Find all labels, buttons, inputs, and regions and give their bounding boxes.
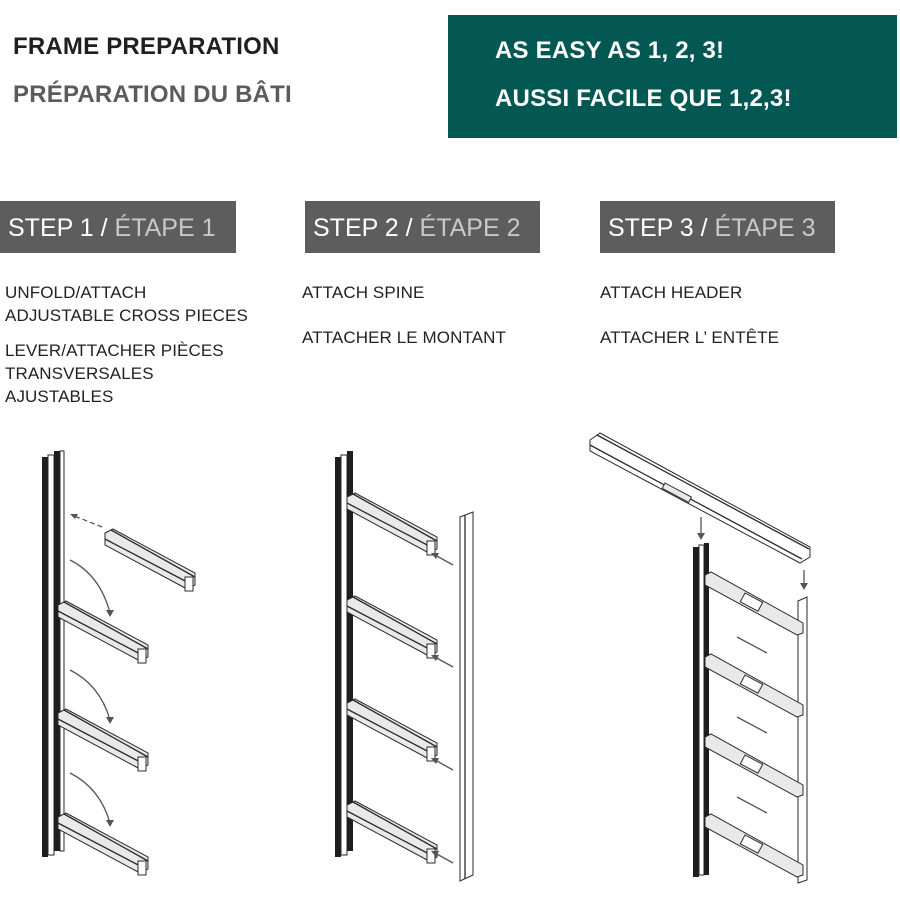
step-2-badge: STEP 2 / ÉTAPE 2 (305, 201, 540, 253)
arrow-head-icon (70, 514, 78, 519)
step-2-instruction-en-line: ATTACH SPINE (302, 283, 425, 302)
step-3: STEP 3 / ÉTAPE 3 ATTACH HEADER ATTACHER … (600, 201, 835, 347)
insert-arrow-icon (431, 553, 454, 864)
frame-attach-header-diagram (589, 432, 811, 884)
step-1-instruction-fr-line: LEVER/ATTACHER PIÈCES (5, 341, 224, 360)
step-3-badge: STEP 3 / ÉTAPE 3 (600, 201, 835, 253)
title-fr: PRÉPARATION DU BÂTI (13, 81, 292, 108)
curved-arrow-icon (69, 772, 111, 824)
frame-unfold-cross-pieces-diagram (42, 450, 196, 876)
slogan-banner: AS EASY AS 1, 2, 3! AUSSI FACILE QUE 1,2… (448, 15, 897, 138)
step-3-instructions: ATTACH HEADER ATTACHER L’ ENTÊTE (600, 281, 880, 349)
step-1-instruction-en-line: ADJUSTABLE CROSS PIECES (5, 306, 248, 325)
slogan-fr: AUSSI FACILE QUE 1,2,3! (495, 85, 792, 112)
step-2-instruction-fr-line: ATTACHER LE MONTANT (302, 328, 507, 347)
step-3-label-fr: ÉTAPE 3 (707, 214, 816, 242)
step-1-label-en: STEP 1 / (8, 214, 108, 242)
step-3-instruction-fr-line: ATTACHER L’ ENTÊTE (600, 328, 780, 347)
step-1: STEP 1 / ÉTAPE 1 UNFOLD/ATTACH ADJUSTABL… (0, 201, 248, 406)
step-2: STEP 2 / ÉTAPE 2 ATTACH SPINE ATTACHER L… (302, 201, 540, 347)
loose-cross-piece (104, 528, 196, 592)
step-2-instructions: ATTACH SPINE ATTACHER LE MONTANT (302, 281, 582, 349)
step-1-label-fr: ÉTAPE 1 (107, 214, 216, 242)
spine-piece (459, 511, 474, 882)
step-2-label-en: STEP 2 / (313, 214, 413, 242)
double-arrow-icon (736, 636, 768, 814)
down-arrow-icon (697, 517, 808, 590)
step-1-instruction-fr-line: TRANSVERSALES (5, 364, 154, 383)
curved-arrow-icon (69, 559, 111, 614)
step-2-label-fr: ÉTAPE 2 (412, 214, 521, 242)
title-block: FRAME PREPARATION PRÉPARATION DU BÂTI (13, 32, 292, 110)
step-1-instruction-en-line: UNFOLD/ATTACH (5, 283, 147, 302)
step-1-instruction-fr-line: AJUSTABLES (5, 387, 114, 406)
curved-arrow-icon (69, 669, 111, 721)
step-1-instructions: UNFOLD/ATTACH ADJUSTABLE CROSS PIECES LE… (5, 281, 285, 408)
header-beam (589, 432, 811, 564)
adjustable-cross-piece (704, 571, 804, 878)
step-3-instruction-en-line: ATTACH HEADER (600, 283, 743, 302)
step-1-badge: STEP 1 / ÉTAPE 1 (0, 201, 236, 253)
step-3-label-en: STEP 3 / (608, 214, 708, 242)
dashed-arrow-icon (71, 514, 103, 528)
slogan-en: AS EASY AS 1, 2, 3! (495, 37, 725, 64)
title-en: FRAME PREPARATION (13, 33, 280, 60)
frame-attach-spine-diagram (335, 451, 474, 882)
